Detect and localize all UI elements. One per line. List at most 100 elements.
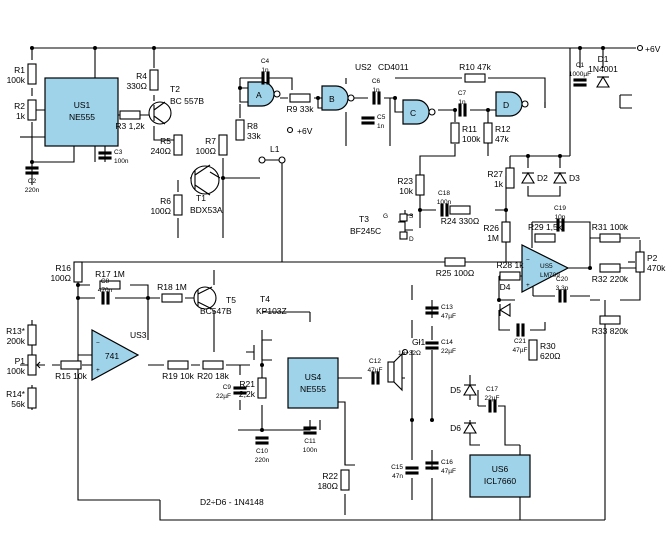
svg-text:C11: C11 (304, 438, 316, 445)
ic-us6: US6 ICL7660 (469, 454, 531, 498)
svg-text:R30: R30 (540, 341, 556, 351)
svg-text:R27: R27 (487, 169, 503, 179)
ic-us4: US4 NE555 (287, 357, 339, 409)
svg-text:C21: C21 (514, 338, 526, 345)
svg-text:R4: R4 (136, 71, 147, 81)
gate-c: C (402, 99, 436, 125)
svg-text:C15: C15 (391, 464, 403, 471)
ic-part: NE555 (300, 384, 326, 394)
svg-text:D3: D3 (569, 173, 580, 183)
svg-text:220n: 220n (255, 457, 270, 464)
svg-text:R26: R26 (483, 223, 499, 233)
opamp-label: US5 (540, 263, 553, 270)
svg-text:P1: P1 (15, 356, 26, 366)
svg-text:100k: 100k (7, 75, 26, 85)
speaker-label: Gł1 (412, 337, 426, 347)
svg-text:R25 100Ω: R25 100Ω (436, 268, 475, 278)
gate-b: B (321, 85, 355, 111)
svg-text:R18 1M: R18 1M (157, 282, 187, 292)
svg-text:R17 1M: R17 1M (95, 269, 125, 279)
svg-text:56k: 56k (11, 399, 25, 409)
svg-text:47µF: 47µF (441, 313, 456, 320)
svg-text:C10: C10 (256, 448, 268, 455)
svg-text:R16: R16 (55, 263, 71, 273)
svg-text:D1: D1 (598, 54, 609, 64)
transistor-part: BF245C (350, 226, 381, 236)
svg-text:1M: 1M (487, 233, 499, 243)
transistor-part: BDX53A (190, 205, 223, 215)
svg-text:100n: 100n (437, 199, 452, 206)
opamp-part: 741 (105, 351, 119, 361)
svg-text:R2: R2 (14, 101, 25, 111)
svg-text:R20 18k: R20 18k (197, 371, 229, 381)
svg-text:180Ω: 180Ω (317, 481, 338, 491)
capacitor-c13: C13 47µF (425, 304, 456, 320)
svg-text:R6: R6 (160, 196, 171, 206)
junction-dots (30, 46, 605, 432)
resistor-r18: R18 1M (157, 282, 187, 303)
svg-text:C19: C19 (554, 205, 566, 212)
svg-text:R10 47k: R10 47k (459, 62, 491, 72)
svg-text:R24 330Ω: R24 330Ω (441, 216, 480, 226)
svg-text:C3: C3 (114, 149, 123, 156)
svg-text:R31 100k: R31 100k (592, 222, 629, 232)
svg-text:R21: R21 (239, 379, 255, 389)
svg-text:D2: D2 (537, 173, 548, 183)
resistor-r14-star: R14*56k (6, 387, 37, 409)
svg-text:100Ω: 100Ω (50, 273, 71, 283)
svg-text:620Ω: 620Ω (540, 351, 561, 361)
wires (20, 47, 641, 521)
svg-text:R9 33k: R9 33k (287, 104, 315, 114)
rail-label: +6V (645, 44, 661, 54)
svg-text:22µF: 22µF (441, 348, 456, 355)
rail-label: +6V (297, 126, 313, 136)
diode-note: D2÷D6 - 1N4148 (200, 497, 264, 507)
opamp-us5: US5 LM709 − + (521, 244, 570, 293)
svg-text:−: − (526, 257, 530, 264)
svg-text:33k: 33k (247, 131, 261, 141)
svg-text:R23: R23 (397, 176, 413, 186)
transistor-part: BC 557B (170, 96, 204, 106)
svg-text:2,2k: 2,2k (239, 389, 256, 399)
resistor-r28: R28 1k (497, 260, 524, 281)
diode-d2: D2 (521, 171, 548, 184)
svg-text:R3 1,2k: R3 1,2k (115, 121, 145, 131)
svg-text:C2: C2 (28, 178, 37, 185)
resistor-r13-star: R13*200k (6, 324, 37, 346)
resistor-r20: R20 18k (197, 360, 230, 381)
svg-text:R15 10k: R15 10k (55, 371, 87, 381)
svg-text:240Ω: 240Ω (150, 146, 171, 156)
svg-text:C13: C13 (441, 304, 453, 311)
ic-us1: US1 NE555 (44, 77, 119, 147)
svg-text:R1: R1 (14, 65, 25, 75)
transistor-t2 (148, 101, 172, 125)
svg-text:C4: C4 (261, 58, 270, 65)
svg-text:R7: R7 (205, 136, 216, 146)
t3-gate-label: G (383, 213, 388, 220)
svg-text:10p: 10p (555, 214, 566, 221)
svg-text:1k: 1k (16, 111, 26, 121)
svg-text:C1: C1 (576, 62, 585, 69)
coil-label: L1 (270, 144, 280, 154)
svg-text:100Ω: 100Ω (150, 206, 171, 216)
svg-text:C20: C20 (556, 276, 568, 283)
svg-text:100n: 100n (303, 447, 318, 454)
svg-text:470k: 470k (647, 263, 666, 273)
svg-text:−: − (96, 340, 100, 347)
